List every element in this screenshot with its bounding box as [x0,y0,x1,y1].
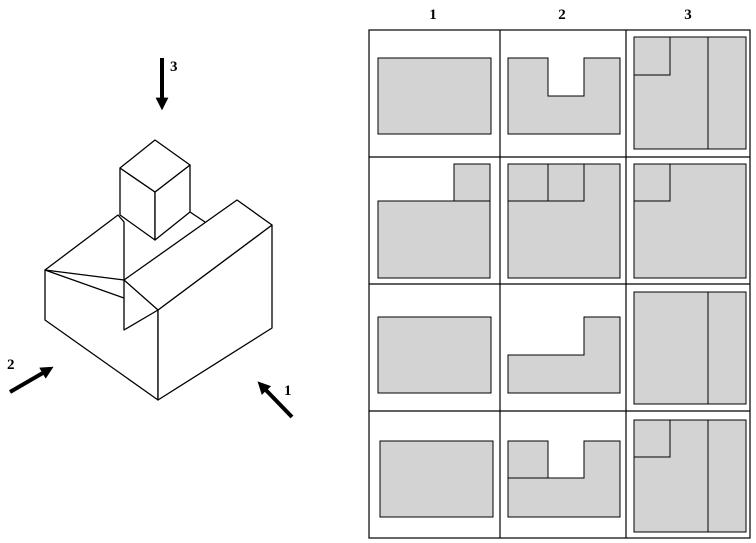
view-r4-c1 [379,440,494,518]
direction-label-1: 1 [284,383,292,399]
rib-top-face [123,199,273,311]
column-header-3: 3 [684,7,692,23]
view-r2-c2 [507,163,621,279]
block-top-ledge [44,214,125,281]
view-r3-c3 [633,291,747,405]
view-r3-c1 [377,316,492,394]
view-r4-c3 [633,419,747,533]
cube-back-edge [189,211,206,223]
view-r1-c3 [633,36,747,150]
view-r3-c2 [507,316,621,394]
arrow-1 [257,381,294,419]
direction-label-3: 3 [170,59,178,75]
view-r1-c3-lines [634,37,671,76]
isometric-object [44,139,273,401]
view-r1-c1 [377,57,492,135]
column-header-1: 1 [429,7,437,23]
view-shapes [377,36,747,533]
direction-label-2: 2 [7,357,15,373]
arrow-2 [8,366,54,394]
view-r1-c2 [507,57,621,135]
view-r2-c3 [633,163,747,279]
cube-top-face [119,139,191,193]
view-r4-c2 [507,440,621,518]
column-header-2: 2 [558,7,566,23]
